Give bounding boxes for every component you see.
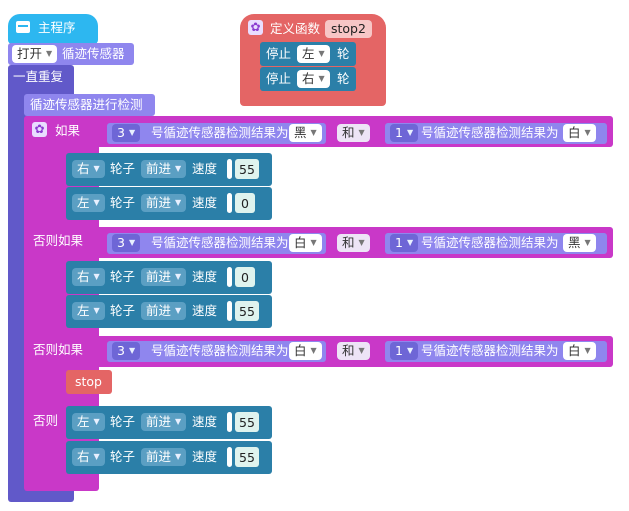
wheel-dropdown[interactable]: 左▼ [72,302,105,320]
speed-input-cap [227,447,232,467]
if-label: 如果 [55,123,81,138]
sensor-check-text: 号循迹传感器检测结果为 [421,235,559,250]
wheel-label: 轮子 [110,303,136,318]
and-dropdown[interactable]: 和▼ [337,234,370,252]
sensor-number-dropdown[interactable]: 3▼ [112,124,141,142]
sensor-check-b[interactable] [385,341,607,362]
color-dropdown[interactable]: 白▼ [289,342,322,360]
speed-label: 速度 [192,195,218,210]
sensor-check-a[interactable] [107,123,326,144]
speed-label: 速度 [192,449,218,464]
wheel-label: 轮子 [110,449,136,464]
color-dropdown[interactable]: 白▼ [563,342,596,360]
and-dropdown[interactable]: 和▼ [337,342,370,360]
speed-input-cap [227,301,232,321]
speed-input[interactable]: 55 [235,301,259,321]
stop-label: 停止 [266,71,292,86]
gear-icon[interactable]: ✿ [32,122,47,137]
condition-3[interactable]: 3▼ 号循迹传感器检测结果为 白▼ 和▼ 1▼ 号循迹传感器检测结果为 白▼ [103,339,611,364]
direction-dropdown[interactable]: 前进▼ [141,302,187,320]
elseif-label-1: 否则如果 [33,233,84,248]
speed-label: 速度 [192,414,218,429]
open-dropdown[interactable]: 打开▼ [12,45,58,63]
direction-dropdown[interactable]: 前进▼ [141,268,187,286]
sensor-number-dropdown[interactable]: 3▼ [112,234,141,252]
speed-input-cap [227,412,232,432]
color-dropdown[interactable]: 黑▼ [289,124,322,142]
direction-dropdown[interactable]: 前进▼ [141,448,187,466]
sensor-check-a[interactable] [107,233,326,254]
sensor-number-dropdown[interactable]: 1▼ [390,342,419,360]
stop-call-label: stop [75,374,102,389]
sensor-check-b[interactable] [385,123,607,144]
color-dropdown[interactable]: 白▼ [563,124,596,142]
main-program-icon [16,21,30,33]
sensor-check-text: 号循迹传感器检测结果为 [151,235,289,250]
sensor-check-b[interactable] [385,233,607,254]
speed-input[interactable]: 55 [235,447,259,467]
motor-block[interactable]: 左▼ 轮子 前进▼ 速度 55 [66,406,272,439]
motor-block[interactable]: 左▼ 轮子 前进▼ 速度 55 [66,295,272,328]
wheel-label: 轮子 [110,195,136,210]
sensor-detect-label: 循迹传感器进行检测 [30,97,143,112]
stop-label: 停止 [266,46,292,61]
wheel-suffix: 轮 [337,46,350,61]
wheel-label: 轮子 [110,269,136,284]
sensor-number-dropdown[interactable]: 1▼ [390,234,419,252]
and-dropdown[interactable]: 和▼ [337,124,370,142]
speed-label: 速度 [192,161,218,176]
sensor-check-text: 号循迹传感器检测结果为 [151,125,289,140]
sensor-number-dropdown[interactable]: 1▼ [390,124,419,142]
define-function-label: 定义函数 [270,21,321,36]
motor-block[interactable]: 右▼ 轮子 前进▼ 速度 0 [66,261,272,294]
sensor-number-dropdown[interactable]: 3▼ [112,342,141,360]
wheel-dropdown[interactable]: 右▼ [297,70,330,88]
sensor-check-text: 号循迹传感器检测结果为 [421,343,559,358]
elseif-label-2: 否则如果 [33,342,84,357]
speed-input[interactable]: 0 [235,267,255,287]
speed-input-cap [227,193,232,213]
speed-input[interactable]: 55 [235,412,259,432]
condition-2[interactable]: 3▼ 号循迹传感器检测结果为 白▼ 和▼ 1▼ 号循迹传感器检测结果为 黑▼ [103,231,611,256]
main-program-title: 主程序 [38,20,76,35]
motor-block[interactable]: 右▼ 轮子 前进▼ 速度 55 [66,153,272,186]
wheel-dropdown[interactable]: 左▼ [297,45,330,63]
direction-dropdown[interactable]: 前进▼ [141,160,187,178]
speed-input-cap [227,267,232,287]
color-dropdown[interactable]: 黑▼ [563,234,596,252]
wheel-label: 轮子 [110,161,136,176]
direction-dropdown[interactable]: 前进▼ [141,413,187,431]
wheel-dropdown[interactable]: 左▼ [72,194,105,212]
direction-dropdown[interactable]: 前进▼ [141,194,187,212]
speed-input[interactable]: 55 [235,159,259,179]
wheel-dropdown[interactable]: 右▼ [72,448,105,466]
sensor-detect-block[interactable] [24,94,155,116]
condition-1[interactable]: 3▼ 号循迹传感器检测结果为 黑▼ 和▼ 1▼ 号循迹传感器检测结果为 白▼ [103,121,611,146]
sensor-check-a[interactable] [107,341,326,362]
else-label: 否则 [33,413,59,428]
color-dropdown[interactable]: 白▼ [289,234,322,252]
sensor-check-text: 号循迹传感器检测结果为 [421,125,559,140]
speed-input[interactable]: 0 [235,193,255,213]
speed-label: 速度 [192,269,218,284]
motor-block[interactable]: 右▼ 轮子 前进▼ 速度 55 [66,441,272,474]
function-name-field[interactable]: stop2 [325,20,372,38]
stop-call-block[interactable] [66,370,112,394]
gear-icon[interactable]: ✿ [248,20,263,35]
wheel-label: 轮子 [110,414,136,429]
wheel-dropdown[interactable]: 左▼ [72,413,105,431]
motor-block[interactable]: 左▼ 轮子 前进▼ 速度 0 [66,187,272,220]
open-sensor-label: 循迹传感器 [62,46,125,61]
wheel-suffix: 轮 [337,71,350,86]
wheel-dropdown[interactable]: 右▼ [72,160,105,178]
wheel-dropdown[interactable]: 右▼ [72,268,105,286]
loop-forever-label: 一直重复 [13,69,64,84]
sensor-check-text: 号循迹传感器检测结果为 [151,343,289,358]
speed-input-cap [227,159,232,179]
speed-label: 速度 [192,303,218,318]
